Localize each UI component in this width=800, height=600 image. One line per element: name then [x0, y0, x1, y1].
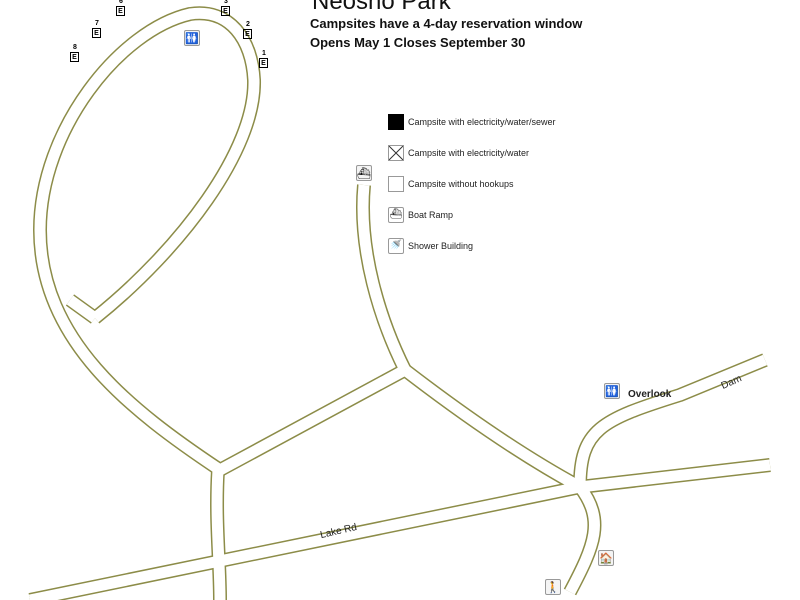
west-road [211, 469, 226, 600]
hiking-trail-icon: 🚶 [545, 579, 561, 595]
restroom-icon: 🚻 [604, 383, 620, 399]
park-title: Neosho Park [312, 0, 451, 15]
loop-road [34, 7, 260, 475]
legend-no-hookup: Campsite without hookups [388, 176, 514, 192]
legend-boat-ramp: ⛴Boat Ramp [388, 207, 453, 223]
full-hookup-square-icon [388, 114, 404, 130]
shelter-icon: 🏠 [598, 550, 614, 566]
boat-ramp-icon: ⛴ [388, 207, 404, 223]
legend-elec-water: Campsite with electricity/water [388, 145, 529, 161]
reservation-note: Campsites have a 4-day reservation windo… [310, 16, 583, 31]
legend-full-hookup: Campsite with electricity/water/sewer [388, 114, 556, 130]
season-note: Opens May 1 Closes September 30 [310, 35, 526, 50]
boat-ramp-road [357, 184, 410, 373]
restroom-icon: 🚻 [184, 30, 200, 46]
loop-road [33, 6, 262, 476]
empty-square-icon [388, 176, 404, 192]
overlook-label: Overlook [628, 389, 672, 400]
middle-east-road [401, 365, 583, 492]
x-square-icon [388, 145, 404, 161]
shower-icon: 🚿 [388, 238, 404, 254]
legend-shower: 🚿Shower Building [388, 238, 473, 254]
dam-road [574, 354, 768, 488]
lake-rd [28, 459, 771, 600]
middle-road [217, 365, 408, 475]
south-road [565, 483, 600, 595]
boat-ramp-icon: ⛴ [356, 165, 372, 181]
loop-connector [66, 295, 99, 323]
